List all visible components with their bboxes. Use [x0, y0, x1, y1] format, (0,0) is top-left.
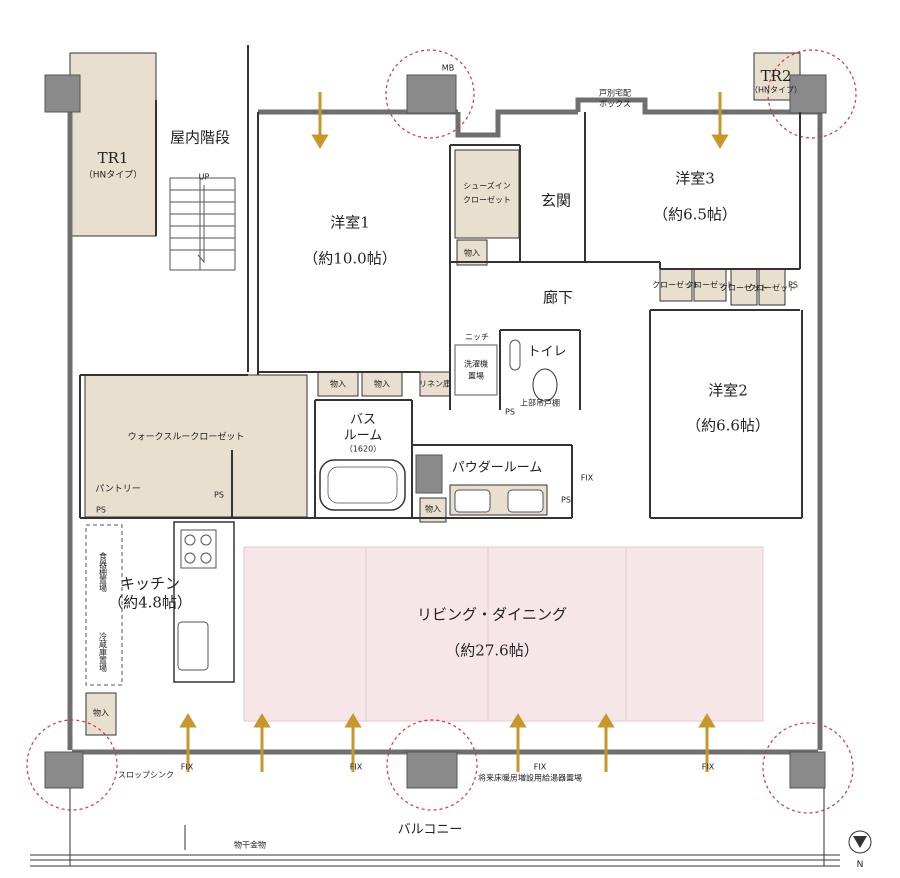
western1-label: 洋室1 — [330, 213, 370, 232]
fix-label: FIX — [533, 762, 547, 772]
kitchen-counter — [173, 521, 235, 683]
western3-label: 洋室3 — [675, 169, 715, 188]
ps-label: PS — [214, 490, 224, 500]
closet-label: クローゼット — [748, 283, 796, 293]
stairs-up: UP — [198, 172, 210, 182]
north-marker — [848, 830, 872, 854]
pillar-markers — [26, 49, 857, 814]
niche-label: ニッチ — [465, 332, 489, 342]
storage-label: 物入 — [93, 708, 109, 718]
ps-label: PS — [96, 505, 106, 515]
powder-label: パウダールーム — [451, 460, 543, 476]
western1-size: （約10.0帖） — [303, 249, 397, 268]
drying-rack-label: 物干金物 — [234, 840, 266, 850]
toilet-bowl — [532, 368, 558, 402]
kitchen-size: （約4.8帖） — [108, 593, 192, 612]
hallway-label: 廊下 — [542, 288, 574, 307]
tr2-label: TR2 — [760, 67, 792, 85]
western2-size: （約6.6帖） — [686, 416, 770, 435]
entrance-label: 玄関 — [540, 191, 572, 210]
washer-1: 洗濯機 — [464, 359, 488, 369]
bathtub — [319, 459, 406, 511]
western2-label: 洋室2 — [708, 381, 748, 400]
washer-2: 置場 — [468, 371, 484, 381]
north-label: N — [856, 860, 864, 870]
toilet-label: トイレ — [527, 344, 567, 360]
fix-label: FIX — [180, 762, 194, 772]
shoes-closet-1: シューズイン — [463, 181, 511, 191]
fix-label: FIX — [349, 762, 363, 772]
living-dining-area — [243, 546, 764, 722]
fix-label: FIX — [701, 762, 715, 772]
balcony — [30, 788, 840, 867]
balcony-label: バルコニー — [397, 822, 463, 838]
closet-label: クローゼット — [652, 280, 700, 290]
ps-label: PS — [505, 407, 515, 417]
stairs-label: 屋内階段 — [169, 128, 231, 147]
closet-label: クローゼット — [720, 283, 768, 293]
storage-label: 物入 — [374, 379, 390, 389]
ps-label: PS — [788, 280, 798, 290]
linen-label: リネン庫 — [419, 379, 451, 389]
closet-label: クローゼット — [686, 280, 734, 290]
slop-sink-label: スロップシンク — [118, 770, 174, 780]
pantry-label: パントリー — [95, 484, 141, 495]
dish-shelf-label: 食器棚置場 — [98, 552, 108, 592]
walkthrough-closet — [84, 374, 308, 518]
bath-label-1: バス — [349, 412, 377, 428]
walkthrough-closet-label: ウォークスルークローゼット — [127, 432, 245, 443]
heater-note: 将来床暖房増設用給湯器置場 — [478, 773, 582, 783]
storage-label: 物入 — [464, 248, 480, 258]
mb-label: MB — [441, 63, 455, 73]
fix-label: FIX — [580, 473, 594, 483]
structural-pillars — [44, 74, 827, 789]
bath-size: （1620） — [344, 444, 382, 454]
shoes-closet-2: クローゼット — [463, 195, 511, 205]
staircase — [169, 177, 236, 271]
living-label: リビング・ダイニング — [416, 605, 568, 624]
storage-label: 物入 — [330, 379, 346, 389]
tr1-room — [69, 52, 157, 237]
upper-shelf: 上部吊戸棚 — [520, 398, 560, 408]
storage-label: 物入 — [425, 504, 441, 514]
fridge-label: 冷蔵庫置場 — [98, 632, 108, 672]
ps-label: PS — [561, 495, 571, 505]
tr1-type: （HNタイプ） — [83, 170, 143, 181]
tr2-type: （HNタイプ） — [750, 85, 802, 95]
airflow-arrows — [179, 92, 729, 772]
kitchen-label: キッチン — [119, 574, 181, 593]
delivery-box-1: 戸別宅配 — [599, 88, 631, 98]
bath-label-2: ルーム — [343, 428, 383, 444]
delivery-box-2: ボックス — [599, 99, 631, 109]
shoes-closet — [454, 149, 520, 239]
living-size: （約27.6帖） — [445, 641, 539, 660]
western3-size: （約6.5帖） — [653, 205, 737, 224]
tr1-label: TR1 — [97, 149, 129, 167]
